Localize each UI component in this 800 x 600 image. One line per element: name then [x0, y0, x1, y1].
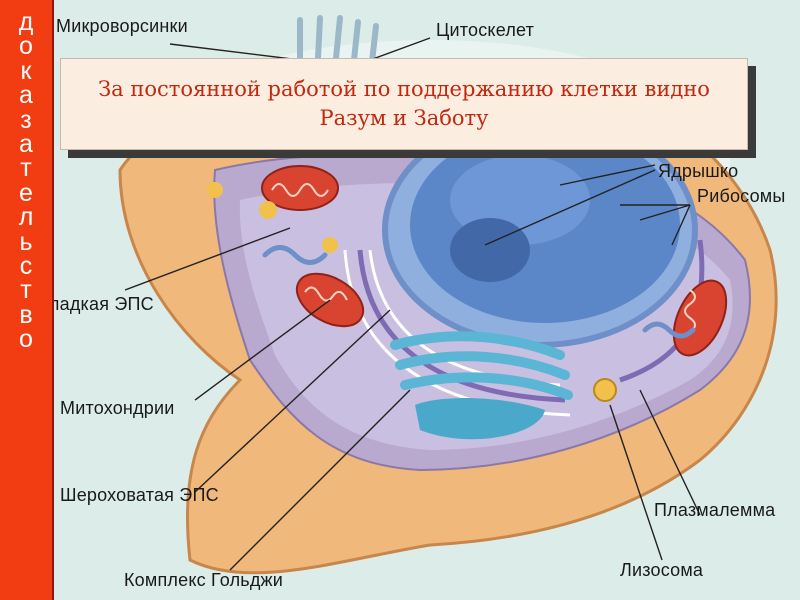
leader-lines [124, 37, 701, 571]
smooth-er-1 [262, 245, 328, 265]
side-letter: а [19, 130, 33, 159]
label-golgi: Комплекс Гольджи [124, 570, 284, 590]
lysosome-4 [207, 182, 223, 198]
caption-box: За постоянной работой по поддержанию кле… [60, 58, 748, 150]
golgi-cisterna-2 [395, 351, 570, 380]
side-letter: а [19, 81, 33, 110]
smooth-er-2 [642, 321, 696, 339]
side-letter: к [20, 56, 32, 85]
side-letter: о [19, 325, 33, 354]
lysosome-3 [322, 237, 338, 253]
side-letter: т [20, 154, 32, 183]
side-letter: д [18, 8, 34, 36]
side-letter: в [19, 300, 33, 329]
label-microvilli: Микроворсинки [56, 16, 188, 36]
side-letter: о [19, 32, 33, 61]
side-letter: з [20, 105, 32, 134]
golgi-cisterna-3 [400, 372, 573, 400]
caption-text: За постоянной работой по поддержанию кле… [98, 77, 710, 130]
golgi-cisterna-1 [390, 331, 565, 360]
nucleolus [450, 218, 530, 282]
side-letter: л [18, 203, 34, 232]
lysosome-1 [593, 378, 617, 402]
label-lysosome: Лизосома [620, 560, 704, 580]
side-letter: ь [19, 227, 33, 256]
label-mitochondria: Митохондрии [60, 398, 175, 418]
microvilli [297, 15, 379, 65]
side-letter: с [19, 252, 33, 281]
side-letter: е [19, 178, 33, 207]
side-vertical-word: д о к а з а т е л ь с т в о [0, 8, 52, 354]
side-letter: т [20, 276, 32, 305]
label-plasma-membrane: Плазмалемма [654, 500, 776, 520]
label-ribosomes: Рибосомы [697, 186, 786, 206]
lysosome-2 [259, 201, 277, 219]
label-rough-er: Шероховатая ЭПС [60, 485, 219, 505]
label-cytoskeleton: Цитоскелет [436, 20, 535, 40]
label-smooth-er: Гладкая ЭПС [40, 294, 154, 314]
golgi-vesicle-mass [415, 398, 545, 440]
mitochondrion-1 [261, 165, 339, 211]
side-strip: д о к а з а т е л ь с т в о [0, 0, 54, 600]
label-nucleolus: Ядрышко [658, 161, 739, 181]
